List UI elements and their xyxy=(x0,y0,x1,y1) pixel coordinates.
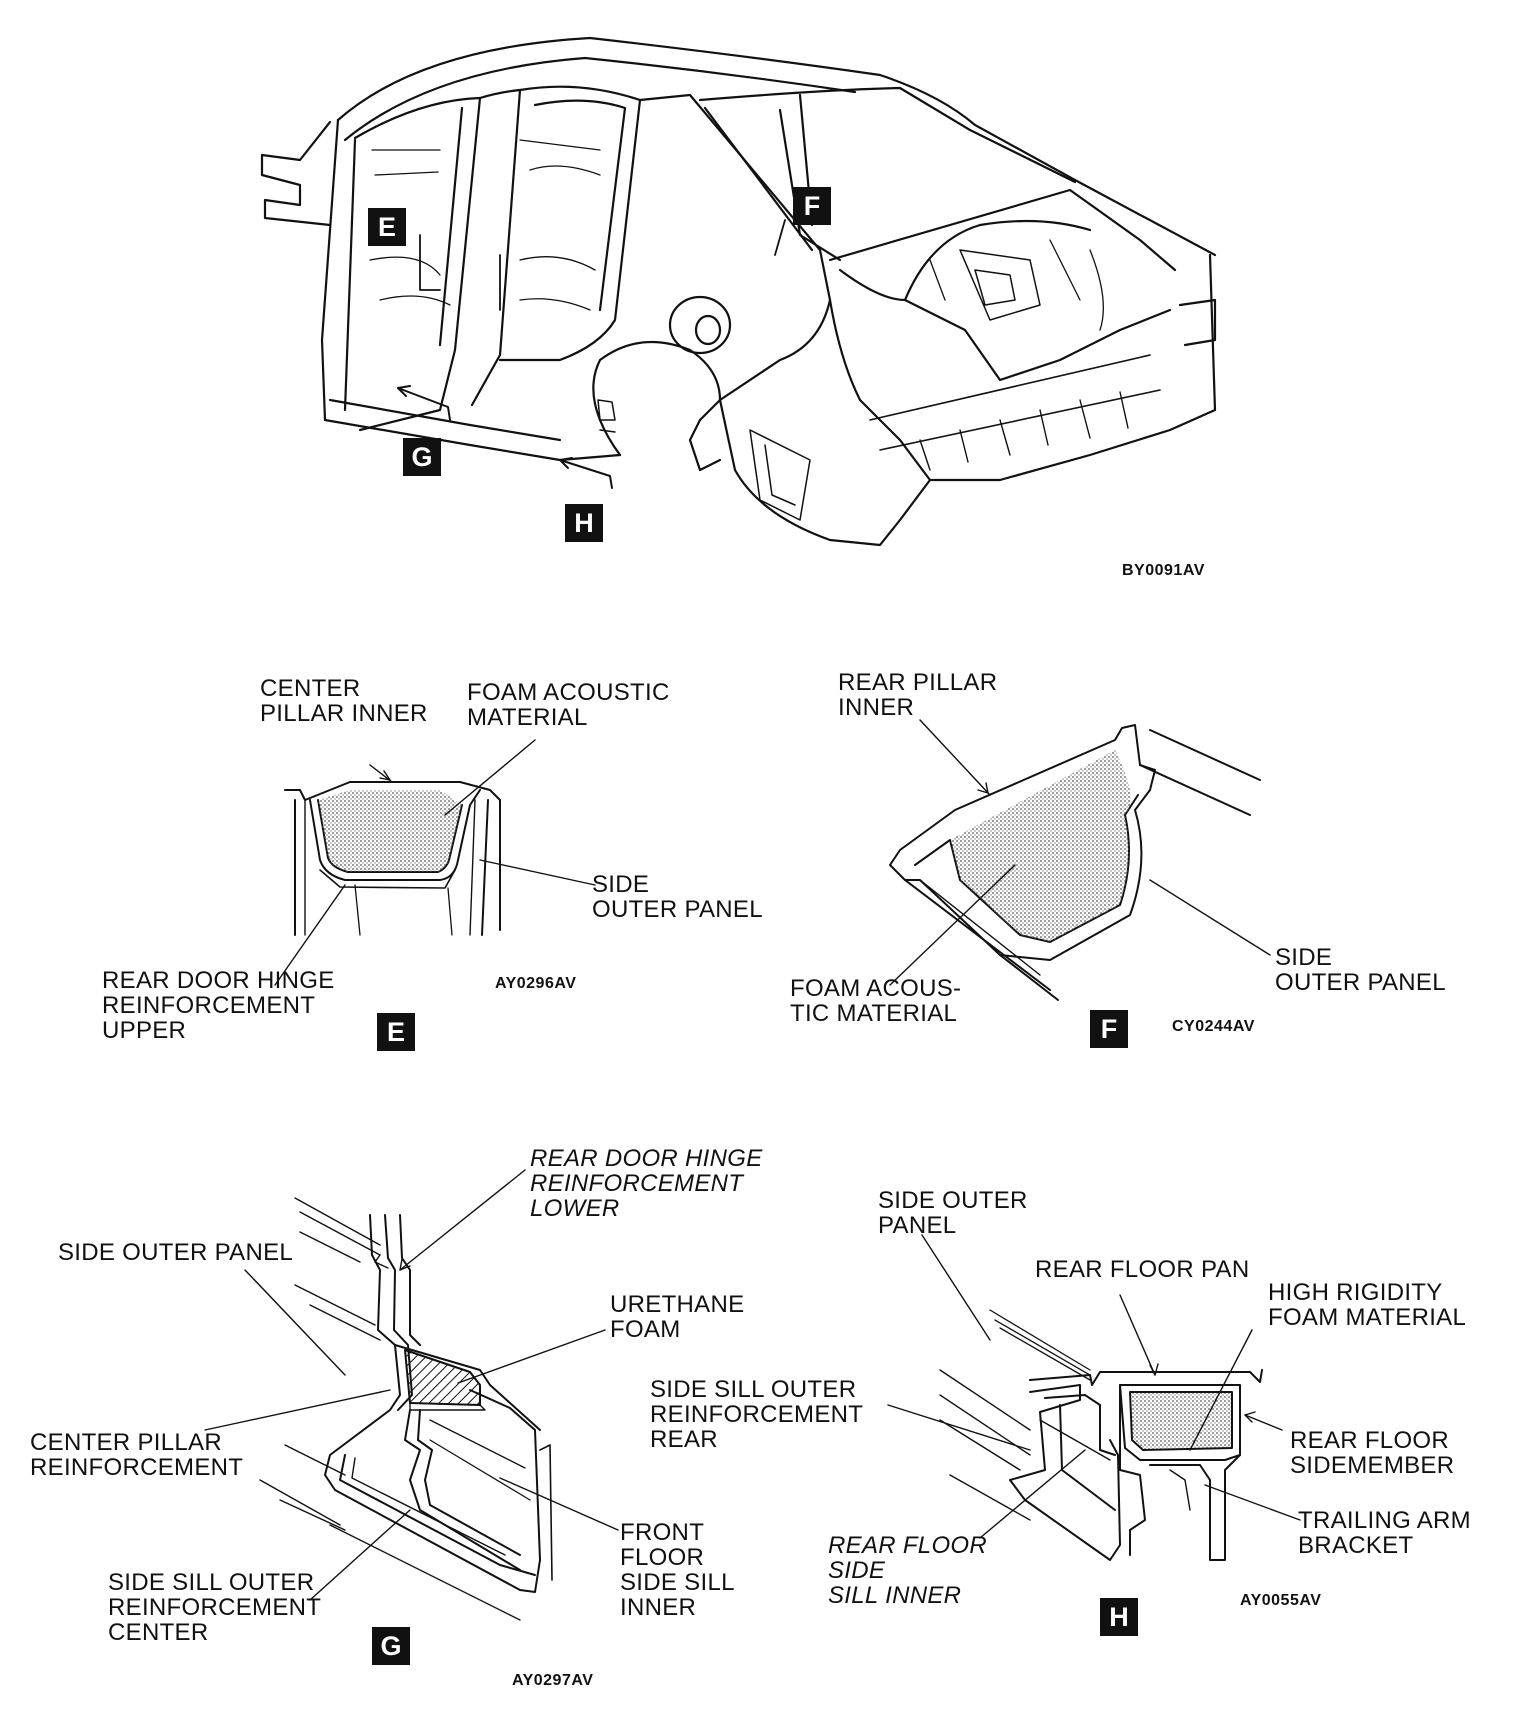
label-front-floor-side-sill-inner: FRONT FLOOR SIDE SILL INNER xyxy=(620,1519,735,1621)
label-rear-floor-side-sill-inner: REAR FLOOR SIDE SILL INNER xyxy=(828,1532,988,1609)
label-rear-pillar-inner: REAR PILLAR INNER xyxy=(838,669,998,721)
detail-e-section xyxy=(274,739,596,986)
detail-f-badge: F xyxy=(1090,1010,1128,1048)
label-side-outer-panel-h: SIDE OUTER PANEL xyxy=(878,1187,1028,1239)
label-center-pillar-inner: CENTER PILLAR INNER xyxy=(260,675,428,727)
detail-g-section xyxy=(204,1169,619,1621)
detail-g-figure-code: AY0297AV xyxy=(512,1672,594,1689)
label-foam-acoustic-material-e: FOAM ACOUSTIC MATERIAL xyxy=(467,679,670,731)
label-side-outer-panel-e: SIDE OUTER PANEL xyxy=(592,871,763,923)
label-rear-door-hinge-lower: REAR DOOR HINGE REINFORCEMENT LOWER xyxy=(530,1145,763,1222)
label-side-sill-outer-reinforcement-rear: SIDE SILL OUTER REINFORCEMENT REAR xyxy=(650,1376,864,1453)
detail-h-section xyxy=(887,1234,1301,1561)
detail-f-section xyxy=(889,719,1271,1001)
label-urethane-foam: URETHANE FOAM xyxy=(610,1291,745,1343)
label-high-rigidity-foam-material: HIGH RIGIDITY FOAM MATERIAL xyxy=(1268,1279,1467,1331)
label-side-outer-panel-g: SIDE OUTER PANEL xyxy=(58,1239,294,1266)
detail-e-badge: E xyxy=(377,1013,415,1051)
car-body-illustration xyxy=(260,36,1217,547)
label-center-pillar-reinforcement: CENTER PILLAR REINFORCEMENT xyxy=(30,1429,244,1481)
section-marker-f: F xyxy=(793,187,831,225)
section-marker-h: H xyxy=(565,504,603,542)
label-foam-acoustic-material-f: FOAM ACOUS- TIC MATERIAL xyxy=(790,975,962,1027)
detail-h-badge: H xyxy=(1100,1598,1138,1636)
detail-f-figure-code: CY0244AV xyxy=(1172,1018,1255,1035)
label-rear-door-hinge-upper: REAR DOOR HINGE REINFORCEMENT UPPER xyxy=(102,967,335,1044)
overview-figure-code: BY0091AV xyxy=(1122,562,1205,579)
label-trailing-arm-bracket: TRAILING ARM BRACKET xyxy=(1298,1507,1471,1559)
detail-h-figure-code: AY0055AV xyxy=(1240,1592,1322,1609)
label-rear-floor-sidemember: REAR FLOOR SIDEMEMBER xyxy=(1290,1427,1455,1479)
label-side-sill-outer-reinforcement-center: SIDE SILL OUTER REINFORCEMENT CENTER xyxy=(108,1569,322,1646)
label-side-outer-panel-f: SIDE OUTER PANEL xyxy=(1275,944,1446,996)
detail-g-badge: G xyxy=(372,1627,410,1665)
section-marker-e: E xyxy=(368,208,406,246)
label-rear-floor-pan: REAR FLOOR PAN xyxy=(1035,1256,1250,1283)
detail-e-figure-code: AY0296AV xyxy=(495,975,577,992)
section-marker-g: G xyxy=(403,438,441,476)
